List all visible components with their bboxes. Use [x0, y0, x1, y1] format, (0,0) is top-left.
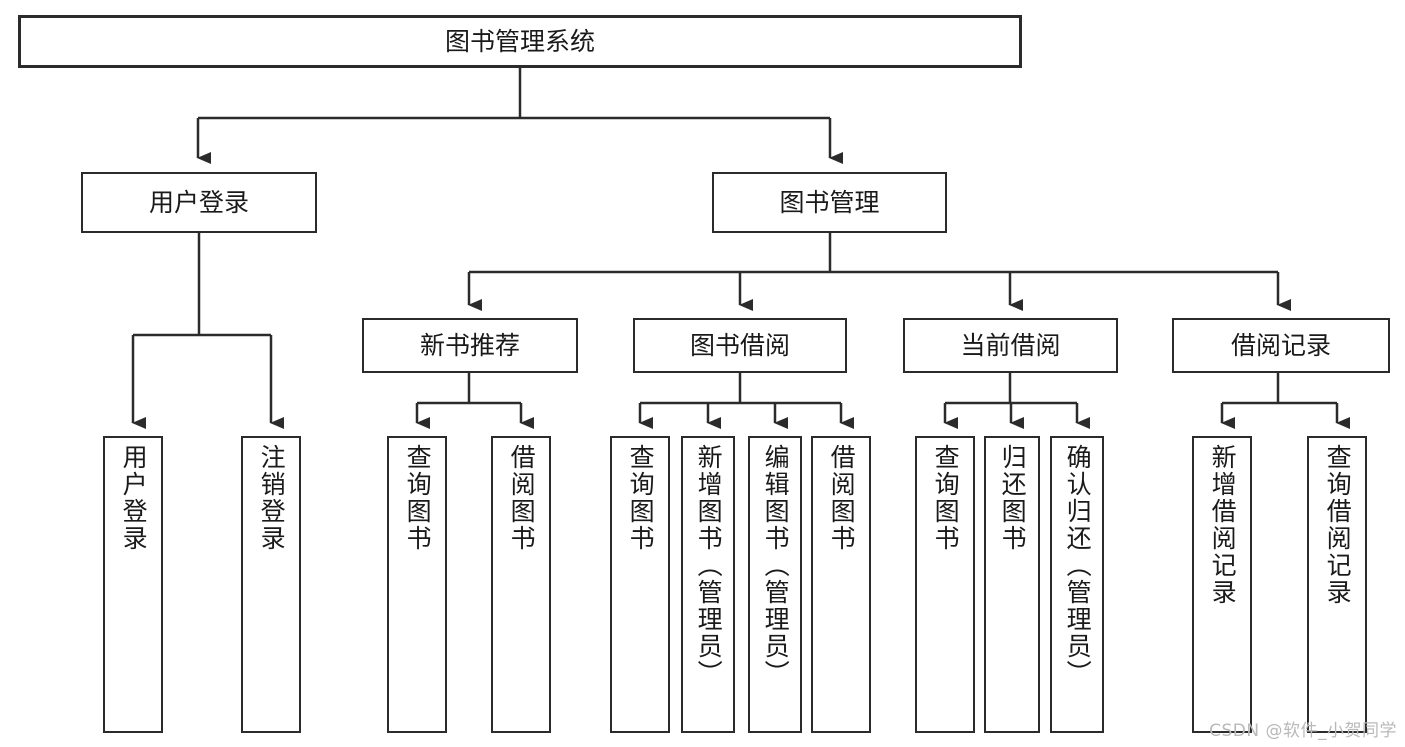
node-label: 注销登录	[257, 444, 287, 552]
node-label: 归还图书	[998, 444, 1028, 552]
node-label: 用户登录	[119, 444, 149, 552]
node-user-login[interactable]: 用户登录	[81, 172, 317, 233]
node-borrow-record[interactable]: 借阅记录	[1172, 318, 1390, 373]
node-leaf-query-borrow-record[interactable]: 查询借阅记录	[1307, 436, 1367, 733]
node-label: 当前借阅	[960, 330, 1061, 360]
node-label: 新书推荐	[419, 330, 520, 360]
node-book-borrow[interactable]: 图书借阅	[633, 318, 847, 373]
node-leaf-add-borrow-record[interactable]: 新增借阅记录	[1192, 436, 1252, 733]
node-leaf-user-login[interactable]: 用户登录	[103, 436, 163, 733]
node-leaf-add-book-admin[interactable]: 新增图书（管理员）	[681, 436, 735, 733]
node-leaf-edit-book-admin[interactable]: 编辑图书（管理员）	[748, 436, 802, 733]
node-leaf-borrow-book-recommend[interactable]: 借阅图书	[491, 436, 551, 733]
node-label: 新增图书（管理员）	[694, 444, 724, 687]
node-label: 借阅图书	[507, 444, 537, 552]
node-leaf-user-logout[interactable]: 注销登录	[241, 436, 301, 733]
node-label: 查询图书	[931, 444, 961, 552]
node-label: 图书管理	[779, 187, 880, 217]
node-label: 查询图书	[403, 444, 433, 552]
node-leaf-query-book-recommend[interactable]: 查询图书	[387, 436, 447, 733]
node-current-borrow[interactable]: 当前借阅	[903, 318, 1118, 373]
node-label: 用户登录	[148, 187, 249, 217]
node-new-book-recommend[interactable]: 新书推荐	[362, 318, 578, 373]
node-leaf-borrow-book[interactable]: 借阅图书	[811, 436, 871, 733]
node-label: 图书管理系统	[444, 26, 595, 56]
node-root-system[interactable]: 图书管理系统	[18, 15, 1022, 68]
node-label: 确认归还（管理员）	[1063, 444, 1093, 687]
node-label: 新增借阅记录	[1208, 444, 1238, 606]
node-label: 图书借阅	[689, 330, 790, 360]
node-leaf-confirm-return-admin[interactable]: 确认归还（管理员）	[1050, 436, 1104, 733]
node-leaf-query-book-current[interactable]: 查询图书	[915, 436, 975, 733]
node-label: 借阅记录	[1230, 330, 1331, 360]
node-label: 查询借阅记录	[1323, 444, 1353, 606]
node-leaf-query-book[interactable]: 查询图书	[610, 436, 670, 733]
node-label: 编辑图书（管理员）	[761, 444, 791, 687]
node-leaf-return-book[interactable]: 归还图书	[984, 436, 1040, 733]
node-label: 借阅图书	[827, 444, 857, 552]
node-label: 查询图书	[626, 444, 656, 552]
node-book-management[interactable]: 图书管理	[712, 172, 947, 233]
